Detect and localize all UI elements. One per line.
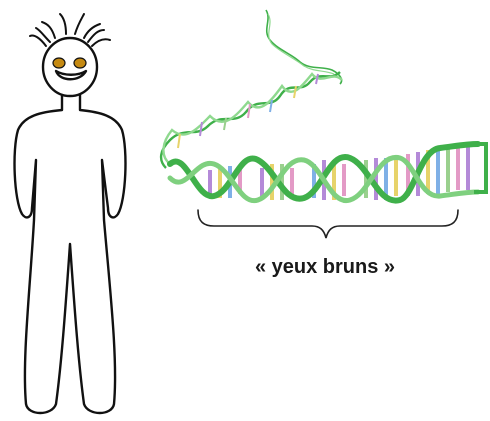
left-eye [53, 58, 65, 68]
helix-end [474, 144, 486, 192]
gene-label: « yeux bruns » [190, 256, 460, 279]
stick-person-icon [15, 14, 126, 413]
curly-brace-icon [198, 210, 458, 238]
hair [30, 14, 110, 46]
head [43, 38, 97, 96]
body-outline [15, 95, 126, 413]
dna-coil-rungs [178, 74, 318, 148]
right-eye [74, 58, 86, 68]
dna-double-helix-icon [161, 10, 486, 201]
smile [56, 71, 86, 79]
dna-helix-main [170, 144, 486, 201]
dna-coil-thin [161, 72, 342, 168]
